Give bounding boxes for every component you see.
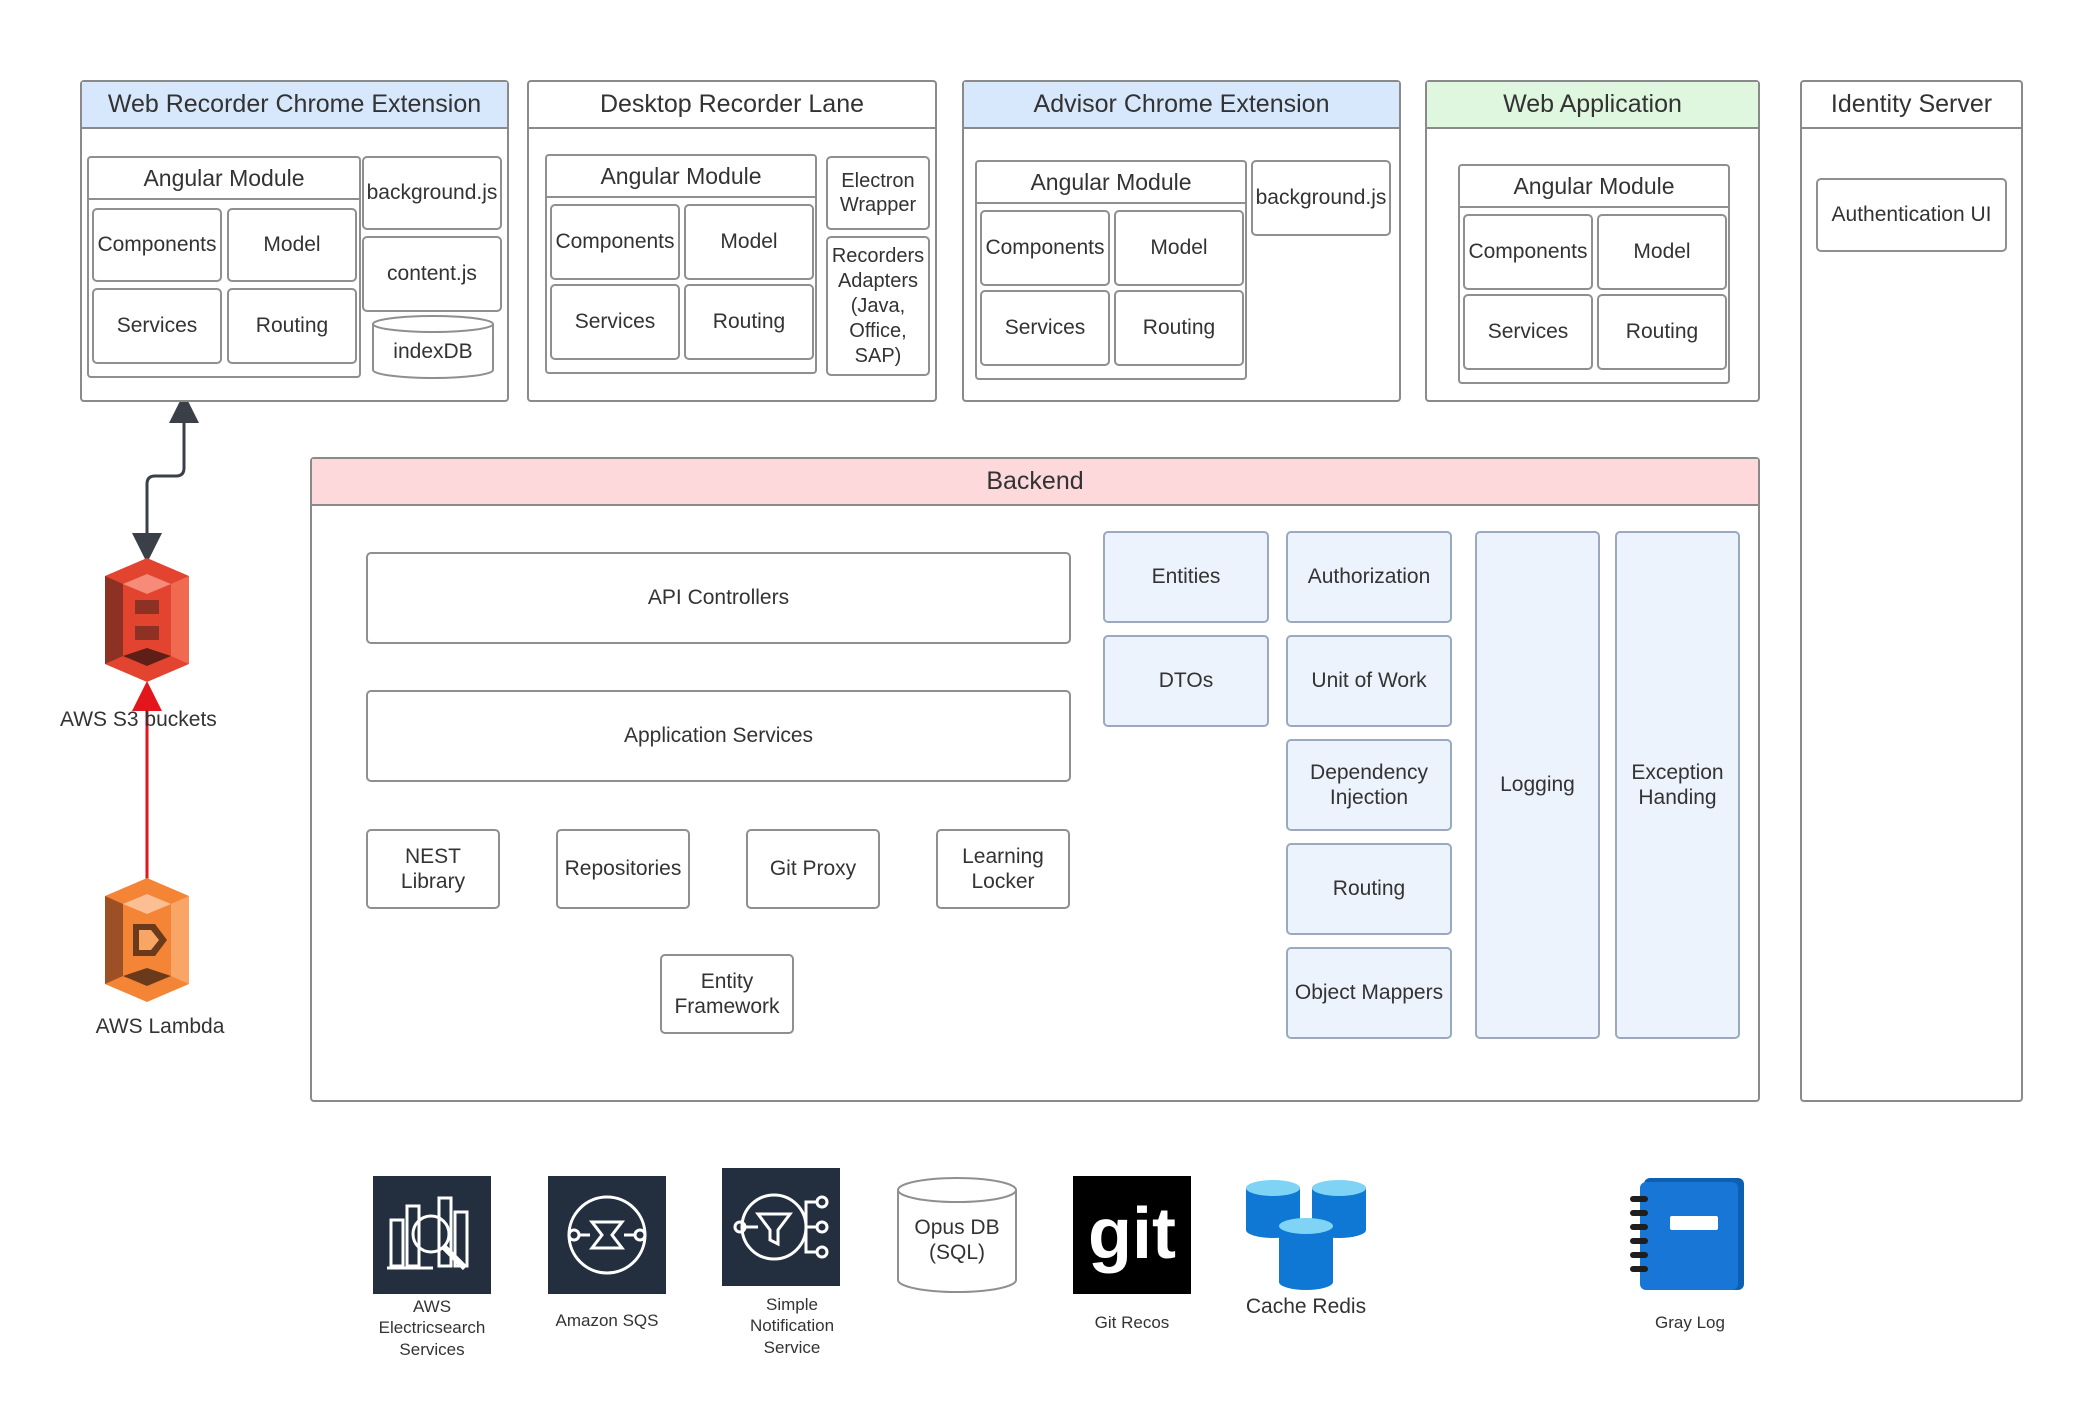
background-js-box: background.js (362, 156, 502, 230)
lane-title: Web Application (1427, 82, 1758, 129)
learning-locker-box: Learning Locker (936, 829, 1070, 909)
components-box: Components (92, 208, 222, 282)
services-box: Services (550, 284, 680, 360)
routing-box: Routing (1114, 290, 1244, 366)
gray-log-label: Gray Log (1655, 1313, 1725, 1332)
angular-module-title: Angular Module (89, 158, 359, 200)
lane-title-text: Web Recorder Chrome Extension (107, 90, 482, 118)
model-box: Model (227, 208, 357, 282)
lane-title: Identity Server (1802, 82, 2021, 129)
aws-lambda-icon (93, 876, 201, 1004)
routing-box: Routing (684, 284, 814, 360)
backend-container: Backend API Controllers Application Serv… (310, 457, 1760, 1102)
indexdb-label: indexDB (393, 340, 473, 364)
authentication-ui-box: Authentication UI (1816, 178, 2007, 252)
entity-framework-box: Entity Framework (660, 954, 794, 1034)
services-box: Services (92, 288, 222, 364)
lane-advisor-chrome-extension: Advisor Chrome Extension Angular Module … (962, 80, 1401, 402)
git-logo-icon: git (1073, 1176, 1191, 1294)
electron-wrapper-box: Electron Wrapper (826, 156, 930, 230)
s3-to-web-recorder-connector (132, 393, 199, 563)
background-js-box: background.js (1251, 160, 1391, 236)
nest-library-box: NEST Library (366, 829, 500, 909)
services-box: Services (1463, 294, 1593, 370)
lane-identity-server: Identity Server Authentication UI (1800, 80, 2023, 1102)
lane-title: Advisor Chrome Extension (964, 82, 1399, 129)
lane-web-recorder-chrome-extension: Web Recorder Chrome Extension Angular Mo… (80, 80, 509, 402)
api-controllers-box: API Controllers (366, 552, 1071, 644)
dependency-injection-box: Dependency Injection (1286, 739, 1452, 831)
lane-title-text: Desktop Recorder Lane (599, 90, 865, 118)
recorders-adapters-box: Recorders Adapters (Java, Office, SAP) (826, 236, 930, 376)
lane-title: Web Recorder Chrome Extension (82, 82, 507, 129)
angular-module: Angular Module Components Model Services… (1458, 164, 1730, 384)
backend-title-text: Backend (986, 467, 1084, 495)
aws-s3-icon (93, 556, 201, 684)
angular-module: Angular Module Components Model Services… (545, 154, 817, 374)
services-box: Services (980, 290, 1110, 366)
aws-lambda-label: AWS Lambda (95, 1015, 225, 1038)
angular-module-title: Angular Module (977, 162, 1245, 204)
lane-title-text: Identity Server (1830, 90, 1993, 118)
elasticsearch-label: AWS Electricsearch Services (378, 1297, 486, 1359)
lane-web-application: Web Application Angular Module Component… (1425, 80, 1760, 402)
routing-box: Routing (227, 288, 357, 364)
angular-module-title: Angular Module (1460, 166, 1728, 208)
cache-redis-label: Cache Redis (1245, 1295, 1367, 1318)
gray-log-notebook-icon (1628, 1176, 1752, 1294)
backend-title: Backend (312, 459, 1758, 506)
routing-box: Routing (1597, 294, 1727, 370)
lane-title-text: Advisor Chrome Extension (1033, 90, 1330, 118)
components-box: Components (980, 210, 1110, 286)
aws-s3-label: AWS S3 buckets (60, 708, 217, 731)
redis-cache-icon (1244, 1174, 1368, 1292)
opus-db-label: Opus DB (SQL) (914, 1215, 1000, 1264)
repositories-box: Repositories (556, 829, 690, 909)
model-box: Model (1597, 214, 1727, 290)
lane-title: Desktop Recorder Lane (529, 82, 935, 129)
entities-box: Entities (1103, 531, 1269, 623)
git-recos-label: Git Recos (1094, 1313, 1170, 1332)
git-proxy-box: Git Proxy (746, 829, 880, 909)
object-mappers-box: Object Mappers (1286, 947, 1452, 1039)
application-services-box: Application Services (366, 690, 1071, 782)
indexdb-cylinder: indexDB (371, 314, 495, 380)
sns-icon (722, 1168, 840, 1286)
components-box: Components (550, 204, 680, 280)
elasticsearch-icon (373, 1176, 491, 1294)
model-box: Model (684, 204, 814, 280)
unit-of-work-box: Unit of Work (1286, 635, 1452, 727)
content-js-box: content.js (362, 236, 502, 312)
authorization-box: Authorization (1286, 531, 1452, 623)
routing-box: Routing (1286, 843, 1452, 935)
amazon-sqs-label: Amazon SQS (555, 1311, 659, 1330)
sns-label: Simple Notification Service (749, 1295, 835, 1357)
git-logo-text: git (1088, 1194, 1176, 1274)
lane-desktop-recorder: Desktop Recorder Lane Angular Module Com… (527, 80, 937, 402)
dtos-box: DTOs (1103, 635, 1269, 727)
opus-db-cylinder: Opus DB (SQL) (896, 1176, 1018, 1294)
angular-module: Angular Module Components Model Services… (87, 156, 361, 378)
lane-title-text: Web Application (1503, 90, 1682, 118)
model-box: Model (1114, 210, 1244, 286)
exception-handling-box: Exception Handing (1615, 531, 1740, 1039)
logging-box: Logging (1475, 531, 1600, 1039)
amazon-sqs-icon (548, 1176, 666, 1294)
angular-module: Angular Module Components Model Services… (975, 160, 1247, 380)
angular-module-title: Angular Module (547, 156, 815, 198)
components-box: Components (1463, 214, 1593, 290)
